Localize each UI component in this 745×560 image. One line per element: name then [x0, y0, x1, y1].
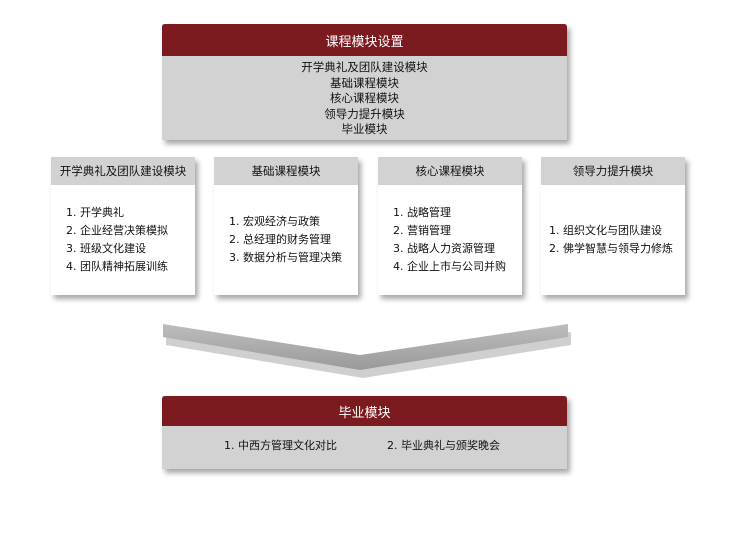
module-item: 4. 企业上市与公司并购 — [393, 260, 506, 273]
module-title: 基础课程模块 — [214, 157, 358, 185]
module-item: 2. 佛学智慧与领导力修炼 — [549, 242, 673, 255]
module-item: 3. 班级文化建设 — [66, 242, 146, 255]
graduation-title: 毕业模块 — [162, 396, 567, 426]
module-items: 1. 组织文化与团队建设 2. 佛学智慧与领导力修炼 — [541, 185, 685, 295]
module-items: 1. 战略管理 2. 营销管理 3. 战略人力资源管理 4. 企业上市与公司并购 — [378, 185, 522, 295]
module-title: 开学典礼及团队建设模块 — [51, 157, 195, 185]
module-card-orientation: 开学典礼及团队建设模块 1. 开学典礼 2. 企业经营决策模拟 3. 班级文化建… — [51, 157, 195, 295]
module-item: 3. 数据分析与管理决策 — [229, 251, 342, 264]
module-items: 1. 开学典礼 2. 企业经营决策模拟 3. 班级文化建设 4. 团队精神拓展训… — [51, 185, 195, 295]
module-card-core: 核心课程模块 1. 战略管理 2. 营销管理 3. 战略人力资源管理 4. 企业… — [378, 157, 522, 295]
overview-item: 基础课程模块 — [330, 75, 399, 90]
module-item: 4. 团队精神拓展训练 — [66, 260, 168, 273]
module-item: 3. 战略人力资源管理 — [393, 242, 495, 255]
overview-item: 毕业模块 — [341, 122, 388, 136]
module-title: 核心课程模块 — [378, 157, 522, 185]
course-modules-overview: 课程模块设置 开学典礼及团队建设模块 基础课程模块 核心课程模块 领导力提升模块… — [162, 24, 567, 140]
module-item: 1. 战略管理 — [393, 206, 451, 219]
graduation-module: 毕业模块 1. 中西方管理文化对比 2. 毕业典礼与颁奖晚会 — [162, 396, 567, 469]
module-item: 1. 宏观经济与政策 — [229, 215, 320, 228]
overview-item: 核心课程模块 — [330, 91, 399, 105]
graduation-item: 1. 中西方管理文化对比 — [224, 439, 337, 452]
module-item: 1. 开学典礼 — [66, 206, 124, 219]
module-title: 领导力提升模块 — [541, 157, 685, 185]
module-card-basic: 基础课程模块 1. 宏观经济与政策 2. 总经理的财务管理 3. 数据分析与管理… — [214, 157, 358, 295]
module-item: 1. 组织文化与团队建设 — [549, 224, 662, 237]
graduation-item: 2. 毕业典礼与颁奖晚会 — [387, 439, 500, 452]
graduation-items: 1. 中西方管理文化对比 2. 毕业典礼与颁奖晚会 — [162, 426, 567, 469]
module-items: 1. 宏观经济与政策 2. 总经理的财务管理 3. 数据分析与管理决策 — [214, 185, 358, 295]
overview-item: 开学典礼及团队建设模块 — [301, 60, 428, 74]
module-item: 2. 企业经营决策模拟 — [66, 224, 168, 237]
overview-title: 课程模块设置 — [162, 24, 567, 56]
overview-item: 领导力提升模块 — [324, 106, 405, 121]
module-card-leadership: 领导力提升模块 1. 组织文化与团队建设 2. 佛学智慧与领导力修炼 — [541, 157, 685, 295]
overview-list: 开学典礼及团队建设模块 基础课程模块 核心课程模块 领导力提升模块 毕业模块 — [162, 56, 567, 138]
module-item: 2. 总经理的财务管理 — [229, 233, 331, 246]
module-item: 2. 营销管理 — [393, 224, 451, 237]
